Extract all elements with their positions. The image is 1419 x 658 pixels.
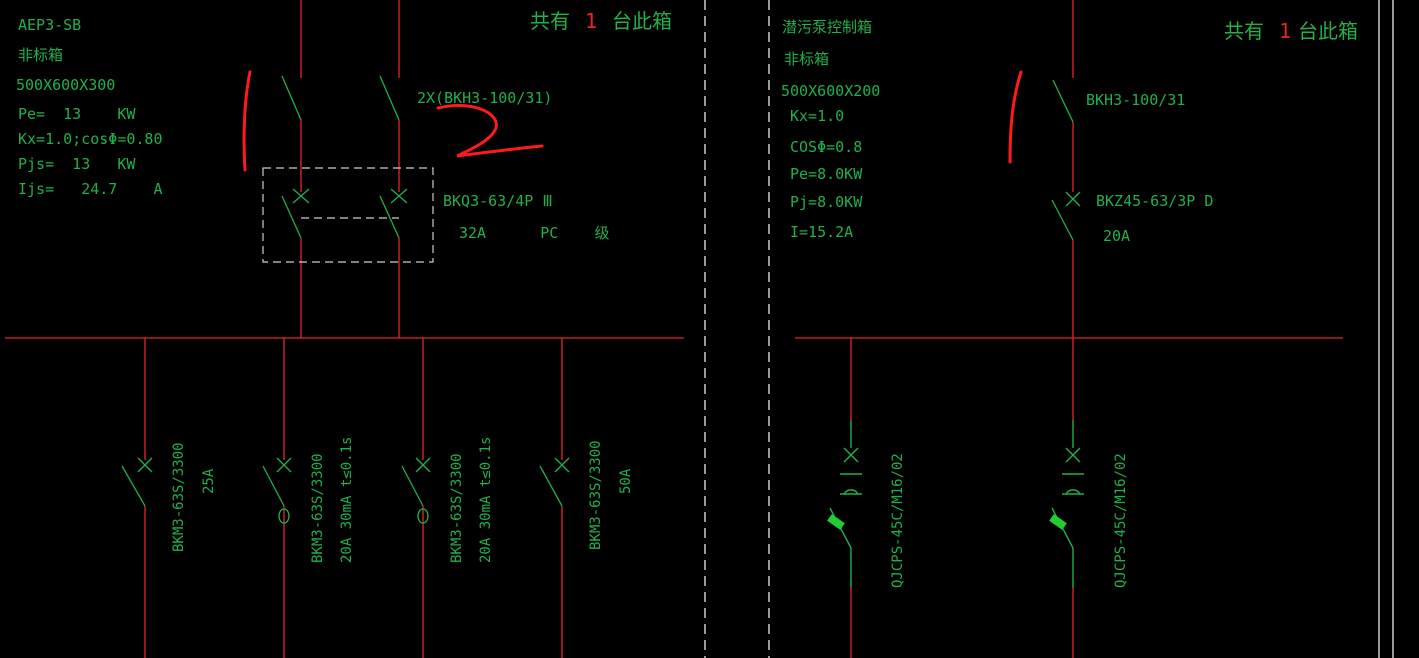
right-count-prefix: 共有 <box>1224 19 1264 43</box>
left-breaker-detail: 32A PC 级 <box>459 224 609 242</box>
left-isolator-switches <box>281 75 400 121</box>
left-count-prefix: 共有 <box>530 9 570 33</box>
right-param-i: I=15.2A <box>790 223 853 241</box>
right-count-suffix: 台此箱 <box>1298 19 1358 43</box>
left-count-suffix: 台此箱 <box>612 9 672 33</box>
left-branch-4-rating: 50A <box>618 468 634 494</box>
left-branch-1-model: BKM3-63S/3300 <box>171 442 187 552</box>
red-markup-bracket-left <box>242 70 252 172</box>
left-param-pe: Pe= 13 KW <box>18 105 136 123</box>
right-param-pe: Pe=8.0KW <box>790 165 863 183</box>
right-box-type: 非标箱 <box>784 50 829 68</box>
red-markup-digit-two <box>436 103 544 158</box>
left-branch-3-rating: 20A 30mA t≤0.1s <box>478 437 494 563</box>
left-box-dimensions: 500X600X300 <box>16 76 115 94</box>
left-isolator-label: 2X(BKH3-100/31) <box>417 89 552 107</box>
left-breaker-label: BKQ3-63/4P Ⅲ <box>443 192 553 210</box>
left-param-pjs: Pjs= 13 KW <box>18 155 136 173</box>
starter-1-thermal-block <box>827 514 845 530</box>
left-branch-3-model: BKM3-63S/3300 <box>449 453 465 563</box>
right-breaker-detail: 20A <box>1103 227 1130 245</box>
right-isolator-and-breaker <box>1051 79 1081 241</box>
right-param-pj: Pj=8.0KW <box>790 193 863 211</box>
right-branch-2-label: QJCPS-45C/M16/02 <box>1113 453 1129 588</box>
right-motor-starters <box>829 420 1084 588</box>
left-branch-2-rating: 20A 30mA t≤0.1s <box>339 437 355 563</box>
left-branch-2-model: BKM3-63S/3300 <box>310 453 326 563</box>
breaker-enclosure-dashed <box>262 167 434 263</box>
left-branch-breakers <box>121 457 570 524</box>
left-panel-wiring <box>5 0 684 658</box>
left-param-ijs: Ijs= 24.7 A <box>18 180 163 198</box>
left-count-value: 1 <box>585 9 597 33</box>
right-param-cos: COSΦ=0.8 <box>790 138 862 156</box>
right-box-name: 潜污泵控制箱 <box>782 18 872 36</box>
left-branch-1-rating: 25A <box>201 468 217 494</box>
left-box-name: AEP3-SB <box>18 16 81 34</box>
left-box-type: 非标箱 <box>18 46 63 64</box>
right-param-kx: Kx=1.0 <box>790 107 844 125</box>
right-count-value: 1 <box>1279 19 1291 43</box>
right-breaker-label: BKZ45-63/3P D <box>1096 192 1213 210</box>
right-box-dimensions: 500X600X200 <box>781 82 880 100</box>
right-isolator-label: BKH3-100/31 <box>1086 91 1185 109</box>
left-param-kx: Kx=1.0;cosΦ=0.80 <box>18 130 163 148</box>
left-main-breaker <box>281 188 408 239</box>
left-branch-4-model: BKM3-63S/3300 <box>588 440 604 550</box>
red-markup-bracket-right <box>1008 70 1023 164</box>
right-panel-wiring <box>795 0 1343 658</box>
red-markup-annotations <box>242 70 1023 172</box>
starter-2-thermal-block <box>1049 514 1067 530</box>
right-branch-1-label: QJCPS-45C/M16/02 <box>890 453 906 588</box>
